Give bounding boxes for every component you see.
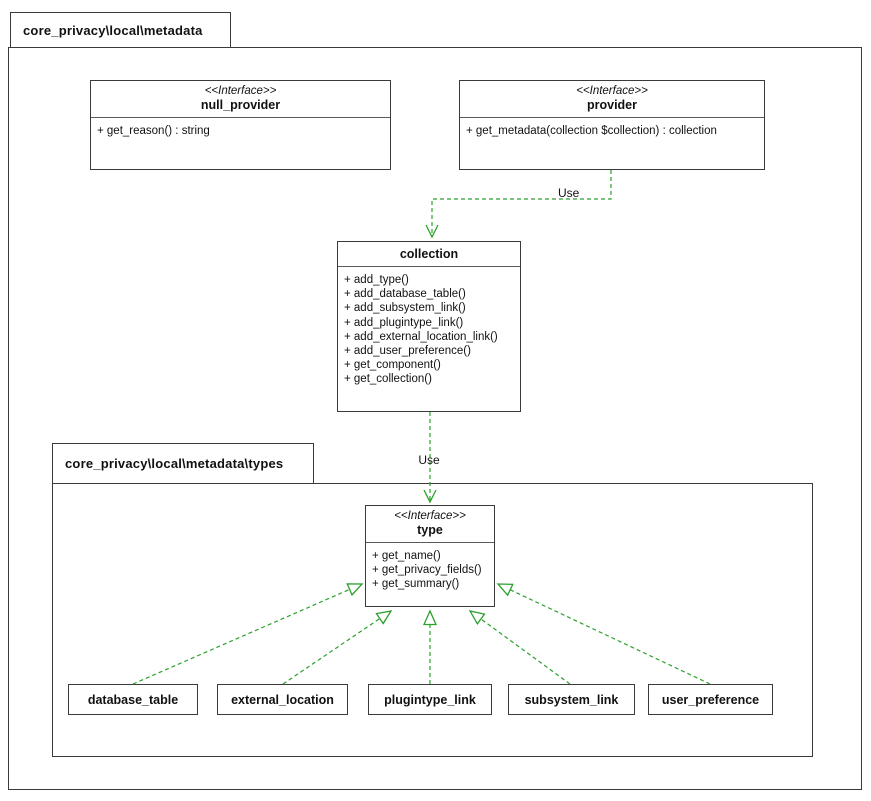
member-line: + get_collection()	[344, 373, 432, 386]
member-line: + get_privacy_fields()	[372, 564, 482, 577]
class-collection-header: collection	[338, 242, 520, 267]
package-types-label: core_privacy\local\metadata\types	[65, 456, 284, 471]
member-line: + get_metadata(collection $collection) :…	[466, 125, 717, 137]
package-metadata-tab: core_privacy\local\metadata	[10, 12, 231, 48]
class-null-provider: <<Interface>> null_provider + get_reason…	[90, 80, 391, 170]
class-name: subsystem_link	[524, 692, 619, 707]
class-name: plugintype_link	[384, 692, 476, 707]
class-plugintype-link: plugintype_link	[368, 684, 492, 715]
class-provider-header: <<Interface>> provider	[460, 81, 764, 118]
member-line: + add_subsystem_link()	[344, 302, 466, 315]
member-line: + add_database_table()	[344, 288, 466, 301]
member-line: + add_user_preference()	[344, 345, 471, 358]
package-metadata-label: core_privacy\local\metadata	[23, 22, 203, 38]
class-type: <<Interface>> type + get_name() + get_pri…	[365, 505, 495, 607]
class-name: provider	[586, 98, 637, 112]
class-subsystem-link: subsystem_link	[508, 684, 635, 715]
stereotype-label: <<Interface>>	[576, 85, 648, 97]
class-name: database_table	[87, 692, 179, 707]
class-database-table: database_table	[68, 684, 198, 715]
member-line: + get_summary()	[372, 578, 460, 591]
stereotype-label: <<Interface>>	[204, 85, 277, 97]
class-name: collection	[399, 246, 459, 261]
class-name: user_preference	[661, 692, 760, 707]
member-line: + add_type()	[344, 274, 409, 286]
package-types-tab: core_privacy\local\metadata\types	[52, 443, 314, 484]
class-name: type	[417, 523, 443, 537]
member-list: + add_type()+ add_database_table()+ add_…	[338, 267, 520, 387]
member-list: + get_name() + get_privacy_fields()+ get_…	[366, 543, 494, 592]
class-provider: <<Interface>> provider + get_metadata(co…	[459, 80, 765, 170]
member-line: + add_plugintype_link()	[344, 316, 464, 329]
member-line: + get_reason() : string	[97, 125, 210, 137]
class-collection: collection + add_type() + add_database_ta…	[337, 241, 521, 412]
stereotype-label: <<Interface>>	[394, 510, 466, 522]
class-external-location: external_location	[217, 684, 348, 715]
member-line: + add_external_location_link()	[344, 330, 498, 343]
class-user-preference: user_preference	[648, 684, 773, 715]
member-list: + get_metadata(collection $collection) :…	[460, 118, 764, 138]
class-name: external_location	[231, 692, 334, 707]
class-type-header: <<Interface>> type	[366, 506, 494, 543]
member-line: + get_name()	[372, 550, 441, 562]
class-null-provider-header: <<Interface>> null_provider	[91, 81, 390, 118]
class-name: null_provider	[200, 98, 281, 112]
member-line: + get_component()	[344, 359, 441, 372]
member-list: + get_reason() : string	[91, 118, 390, 138]
